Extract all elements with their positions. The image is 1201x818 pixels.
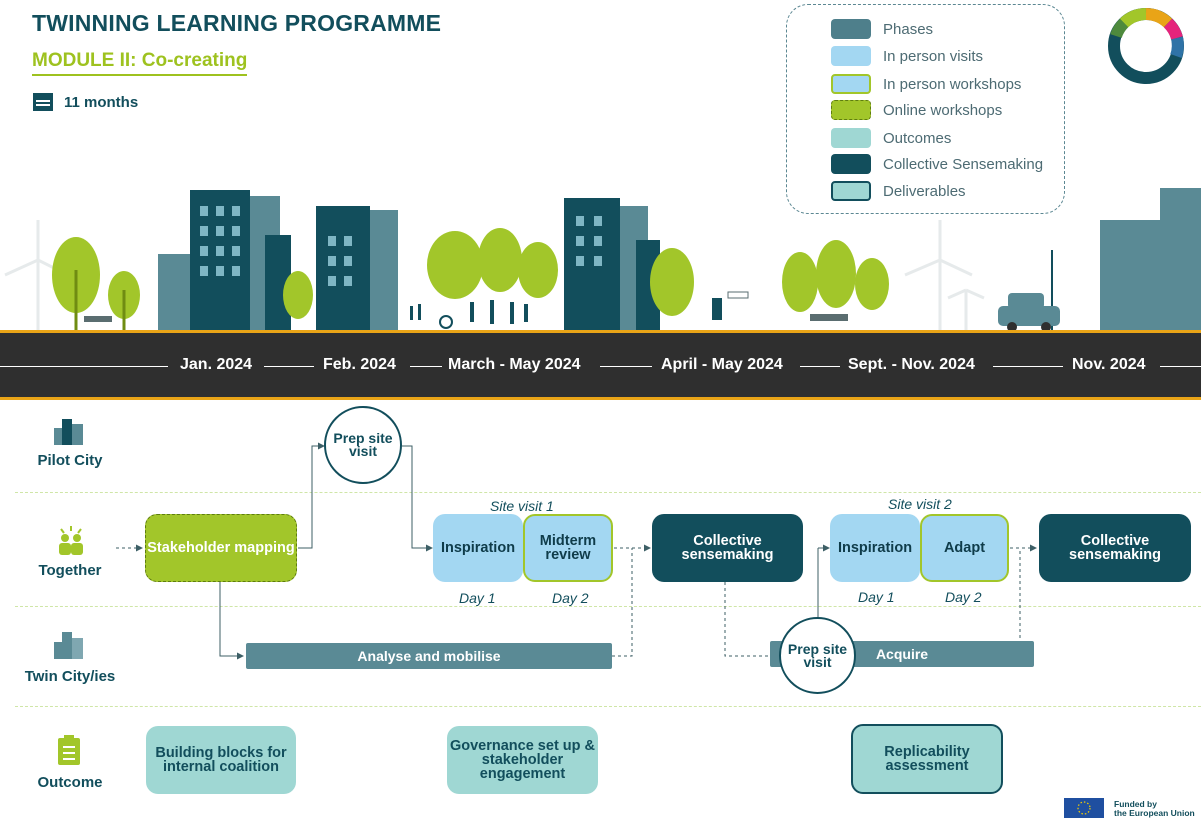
timeline-road xyxy=(0,330,1201,400)
building-icon xyxy=(1100,188,1201,332)
deliverable-replicability: Replicability assessment xyxy=(851,724,1003,794)
park-trees xyxy=(427,228,558,299)
row-label-outcome: Outcome xyxy=(37,774,103,791)
adapt-node: Adapt xyxy=(920,514,1009,582)
city-icon xyxy=(54,419,83,445)
person-icon xyxy=(712,298,722,320)
legend-item-collective-sensemaking: Collective Sensemaking xyxy=(831,154,1043,174)
row-separator xyxy=(15,606,1201,607)
legend-swatch xyxy=(831,154,871,174)
row-label-twin-cities: Twin City/ies xyxy=(24,668,116,685)
legend-item-outcomes: Outcomes xyxy=(831,128,951,148)
tree-icon xyxy=(650,248,694,316)
legend-label: Online workshops xyxy=(883,101,1003,119)
bicycle-icon xyxy=(439,315,453,329)
timeline-date: April - May 2024 xyxy=(661,356,783,373)
timeline-dash xyxy=(0,366,168,367)
outcome-governance: Governance set up & stakeholder engageme… xyxy=(447,726,598,794)
row-label-together: Together xyxy=(38,562,102,579)
people-icon xyxy=(410,300,528,324)
row-separator xyxy=(15,492,1201,493)
row-separator xyxy=(15,706,1201,707)
checklist-icon xyxy=(58,735,80,765)
building-icon xyxy=(564,198,660,332)
legend-item-deliverables: Deliverables xyxy=(831,181,966,201)
legend-swatch xyxy=(831,100,871,120)
prep-site-visit-node-1: Prep site visit xyxy=(324,406,402,484)
inspiration-node-2: Inspiration xyxy=(830,514,920,582)
day-label: Day 1 xyxy=(459,590,496,606)
window-pattern xyxy=(576,216,602,266)
legend-label: In person workshops xyxy=(883,75,1022,93)
timeline-date: Jan. 2024 xyxy=(180,356,253,373)
window-pattern xyxy=(200,206,352,286)
timeline-dash xyxy=(410,366,442,367)
site-visit-label-1: Site visit 1 xyxy=(490,498,554,514)
timeline-dash xyxy=(1160,366,1201,367)
eu-flag-icon xyxy=(1064,798,1104,818)
duration-label: 11 months xyxy=(64,93,139,111)
legend-item-online-workshops: Online workshops xyxy=(831,100,1002,120)
duration: 11 months xyxy=(32,92,138,112)
timeline-date: Feb. 2024 xyxy=(323,356,396,373)
tree-icon xyxy=(782,240,889,312)
bench-icon xyxy=(84,316,112,322)
city-icon xyxy=(54,632,83,659)
funded-line-1: Funded by xyxy=(1114,799,1157,809)
outcome-building-blocks: Building blocks for internal coalition xyxy=(146,726,296,794)
timeline-dash xyxy=(600,366,652,367)
timeline-date: Nov. 2024 xyxy=(1072,356,1146,373)
page-title: TWINNING LEARNING PROGRAMME xyxy=(32,10,442,36)
collective-sensemaking-node-1: Collective sensemaking xyxy=(652,514,803,582)
timeline-dash xyxy=(993,366,1063,367)
legend: Phases In person visits In person worksh… xyxy=(786,4,1065,214)
funded-by-eu-text: Funded by the European Union xyxy=(1114,800,1195,818)
city-skyline-illustration xyxy=(4,188,1201,332)
bench-icon xyxy=(810,314,848,321)
module-subtitle: MODULE II: Co-creating xyxy=(32,50,248,76)
legend-swatch xyxy=(831,128,871,148)
calendar-icon xyxy=(33,93,53,111)
day-label: Day 2 xyxy=(945,589,982,605)
sign-icon xyxy=(727,291,749,299)
day-label: Day 2 xyxy=(552,590,589,606)
legend-item-phases: Phases xyxy=(831,19,933,39)
tree-icon xyxy=(52,237,140,330)
inspiration-node-1: Inspiration xyxy=(433,514,523,582)
legend-item-in-person-workshops: In person workshops xyxy=(831,74,1021,94)
midterm-review-node: Midterm review xyxy=(523,514,613,582)
collective-sensemaking-node-2: Collective sensemaking xyxy=(1039,514,1191,582)
legend-label: Deliverables xyxy=(883,182,966,200)
prep-site-visit-node-2: Prep site visit xyxy=(779,617,856,694)
legend-swatch xyxy=(831,19,871,39)
site-visit-label-2: Site visit 2 xyxy=(888,496,952,512)
funded-line-2: the European Union xyxy=(1114,808,1195,818)
day-label: Day 1 xyxy=(858,589,895,605)
tree-icon xyxy=(283,271,313,319)
timeline-dash xyxy=(264,366,314,367)
analyse-mobilise-phase: Analyse and mobilise xyxy=(246,643,612,669)
timeline-date: Sept. - Nov. 2024 xyxy=(848,356,975,373)
legend-item-in-person-visits: In person visits xyxy=(831,46,983,66)
timeline-date: March - May 2024 xyxy=(448,356,581,373)
car-icon xyxy=(998,293,1060,332)
timeline-dash xyxy=(800,366,840,367)
legend-label: Phases xyxy=(883,20,934,38)
wind-turbine-icon xyxy=(904,220,985,330)
legend-swatch xyxy=(831,181,871,201)
row-label-pilot-city: Pilot City xyxy=(37,452,103,469)
people-group-icon xyxy=(59,526,83,555)
legend-label: Outcomes xyxy=(883,129,952,147)
stakeholder-mapping-node: Stakeholder mapping xyxy=(145,514,297,582)
legend-label: In person visits xyxy=(883,47,984,65)
legend-swatch xyxy=(831,74,871,94)
sdg-ring-logo xyxy=(1108,8,1184,84)
legend-label: Collective Sensemaking xyxy=(883,155,1044,173)
legend-swatch xyxy=(831,46,871,66)
